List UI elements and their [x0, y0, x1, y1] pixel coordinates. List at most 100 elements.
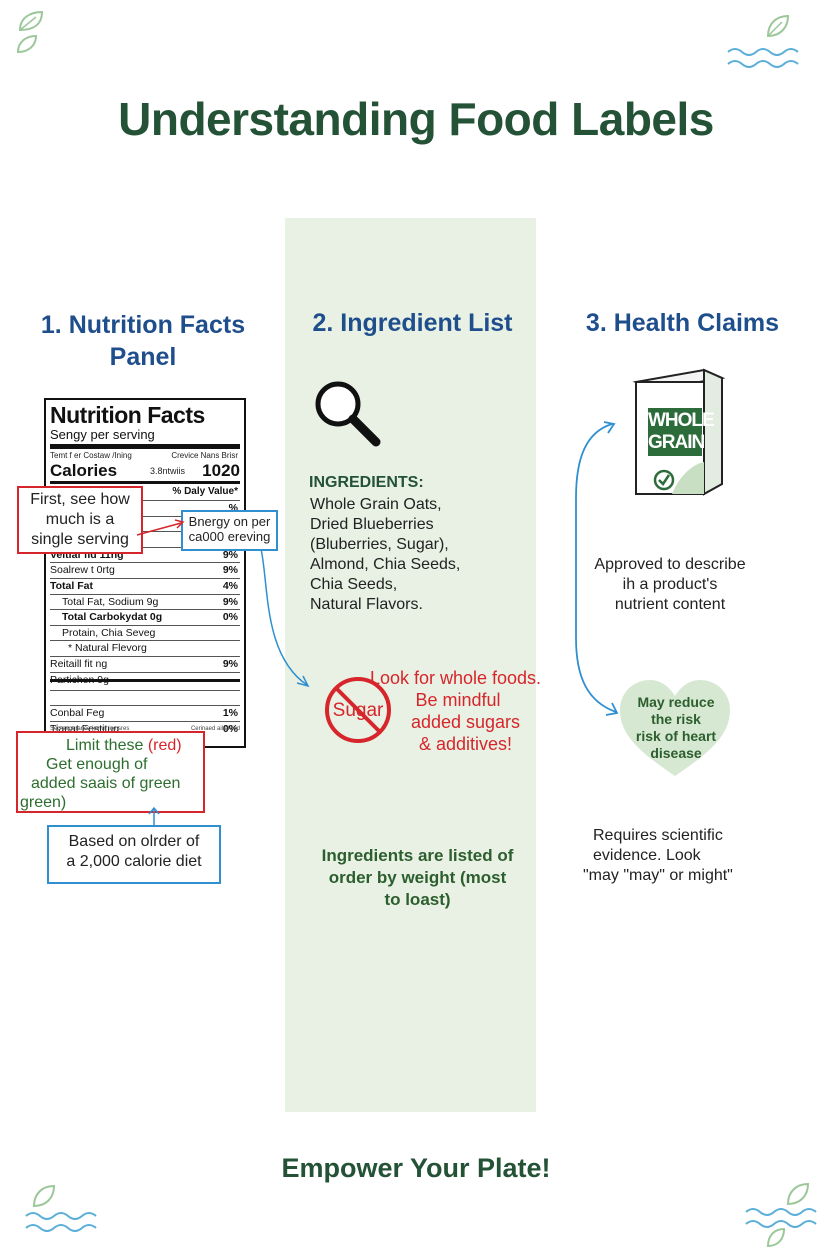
text-line: nutrient content: [614, 596, 726, 613]
callout-line: Based on olrder of: [68, 833, 200, 850]
footer-slogan: Empower Your Plate!: [281, 1153, 551, 1183]
row-value: 9%: [222, 564, 238, 577]
row-label: Protain, Chia Seveg: [62, 626, 156, 639]
box-label-line: WHOLE: [648, 410, 715, 431]
row-label: Reitaill fit ng: [50, 658, 108, 670]
callout-line: Bnergy on per: [188, 514, 271, 529]
note-line: Ingredients are listed of: [321, 846, 514, 865]
ingredient-line: Chia Seeds,: [310, 576, 398, 593]
callout-line: green): [20, 794, 67, 811]
leaf-icon: [766, 14, 790, 38]
row-label: * Natural Flevorg: [68, 642, 147, 655]
text-line: risk of heart: [635, 728, 717, 744]
callout-serving-size: First, see how much is a single serving: [17, 486, 143, 554]
footnote-left: Seo avourance ice ur ioe sres: [50, 726, 130, 732]
red-note-whole-foods: Look for whole foods. Be mindful added s…: [348, 667, 563, 755]
label-row: Protain, Chia Seveg: [50, 624, 240, 641]
ingredient-column-background: [285, 218, 536, 1112]
leaf-icon: [786, 1182, 810, 1206]
callout-line: a 2,000 calorie diet: [66, 853, 202, 870]
row-value: 9%: [222, 548, 238, 561]
green-note-order-by-weight: Ingredients are listed of order by weigh…: [300, 845, 535, 911]
label-row: * Natural Flevorg: [50, 640, 240, 656]
page-title: Understanding Food Labels: [118, 93, 714, 145]
callout-line: Limit these (red): [18, 733, 203, 755]
row-value: 9%: [222, 658, 238, 670]
label-row: Soalrew t 0rtg 9%: [50, 562, 240, 578]
label-row: %: [50, 500, 240, 516]
ingredient-line: Whole Grain Oats,: [310, 496, 442, 513]
heading-line: Panel: [109, 343, 177, 371]
label-row: Reitaill fit ng 9%: [50, 656, 240, 672]
label-subtitle: Sengy per serving: [50, 427, 155, 442]
calories-label: Calories: [50, 461, 118, 480]
leaf-icon: [32, 1184, 56, 1208]
box-label: WHOLE GRAIN: [648, 410, 715, 454]
heading-ingredient-list: 2. Ingredient List: [312, 309, 513, 337]
heading-health-claims: 3. Health Claims: [585, 309, 780, 337]
box-label-line: GRAIN: [648, 432, 705, 453]
leaf-icon: [16, 10, 44, 54]
note-line: added sugars: [410, 712, 521, 732]
label-small-left: Temt f er Costaw /Ining: [50, 451, 132, 460]
magnifier-icon: [315, 381, 381, 447]
label-footnote: Seo avourance ice ur ioe sres Cerinaed a…: [50, 726, 240, 732]
callout-line: much is a: [45, 511, 115, 528]
text-line: evidence. Look: [593, 847, 701, 864]
whole-grain-box-icon: [632, 368, 726, 496]
wave-icon: [745, 1208, 817, 1228]
leaf-icon: [766, 1227, 786, 1248]
row-value: 0%: [222, 722, 238, 735]
callout-line: ca000 ereving: [188, 529, 271, 544]
arrow-icon: [148, 806, 160, 827]
nutrition-facts-label: Nutrition Facts Sengy per serving Temt f…: [44, 398, 246, 748]
requires-evidence-text: Requires scientific evidence. Look "may …: [583, 826, 783, 886]
row-value: 9%: [222, 595, 238, 608]
daily-value-header: % Daly Value*: [172, 486, 238, 497]
arrow-icon: [260, 548, 310, 688]
row-value: 4%: [222, 580, 238, 592]
bracket-arrow-icon: [575, 421, 619, 716]
limit-text: Limit these: [66, 737, 148, 754]
calories-mid: 3.8ntwiis: [150, 466, 186, 476]
callout-line: added saais of green: [31, 775, 181, 792]
no-sugar-icon: [325, 677, 391, 743]
arrow-icon: [136, 519, 185, 536]
callout-line: Get enough of: [46, 756, 148, 773]
note-line: Be mindful: [415, 690, 501, 710]
heading-nutrition-facts: 1. Nutrition Facts Panel: [28, 309, 258, 373]
ingredient-line: Dried Blueberries: [310, 516, 434, 533]
label-divider: [50, 679, 240, 682]
no-sugar-label: Sugar: [332, 700, 384, 721]
label-row: Conbal Feg 1%: [50, 705, 240, 721]
heart-icon: [620, 680, 730, 776]
callout-limit-these: Limit these (red) Get enough of added sa…: [16, 731, 205, 813]
note-line: order by weight (most: [328, 868, 507, 887]
row-label: Soalrew t 0rtg: [50, 564, 115, 577]
heading-line: 1. Nutrition Facts: [40, 311, 246, 339]
approved-claims-text: Approved to describe ih a product's nutr…: [575, 555, 765, 615]
text-line: Requires scientific: [593, 827, 723, 844]
note-line: Look for whole foods.: [369, 668, 542, 688]
label-small-right: Crevice Nans Brisr: [171, 451, 238, 460]
limit-red-text: (red): [147, 737, 182, 754]
callout-line: First, see how: [30, 491, 130, 508]
text-line: Approved to describe: [594, 556, 746, 573]
text-line: ih a product's: [622, 576, 718, 593]
label-row: [50, 531, 240, 547]
row-value: %: [228, 502, 238, 514]
row-value: 1%: [222, 707, 238, 720]
ingredient-line: Almond, Chia Seeds,: [310, 556, 461, 573]
wave-icon: [25, 1212, 97, 1232]
row-value: 0%: [222, 611, 238, 624]
heart-claim-text: May reduce the risk risk of heart diseas…: [626, 694, 726, 762]
row-label: Conbal Feg: [50, 707, 105, 720]
callout-calorie-diet: Based on olrder of a 2,000 calorie diet: [47, 825, 221, 884]
note-line: & additives!: [418, 734, 513, 754]
label-divider: [50, 444, 240, 449]
ingredients-list: Whole Grain Oats, Dried Blueberries (Blu…: [310, 495, 460, 615]
label-row: [50, 689, 240, 706]
